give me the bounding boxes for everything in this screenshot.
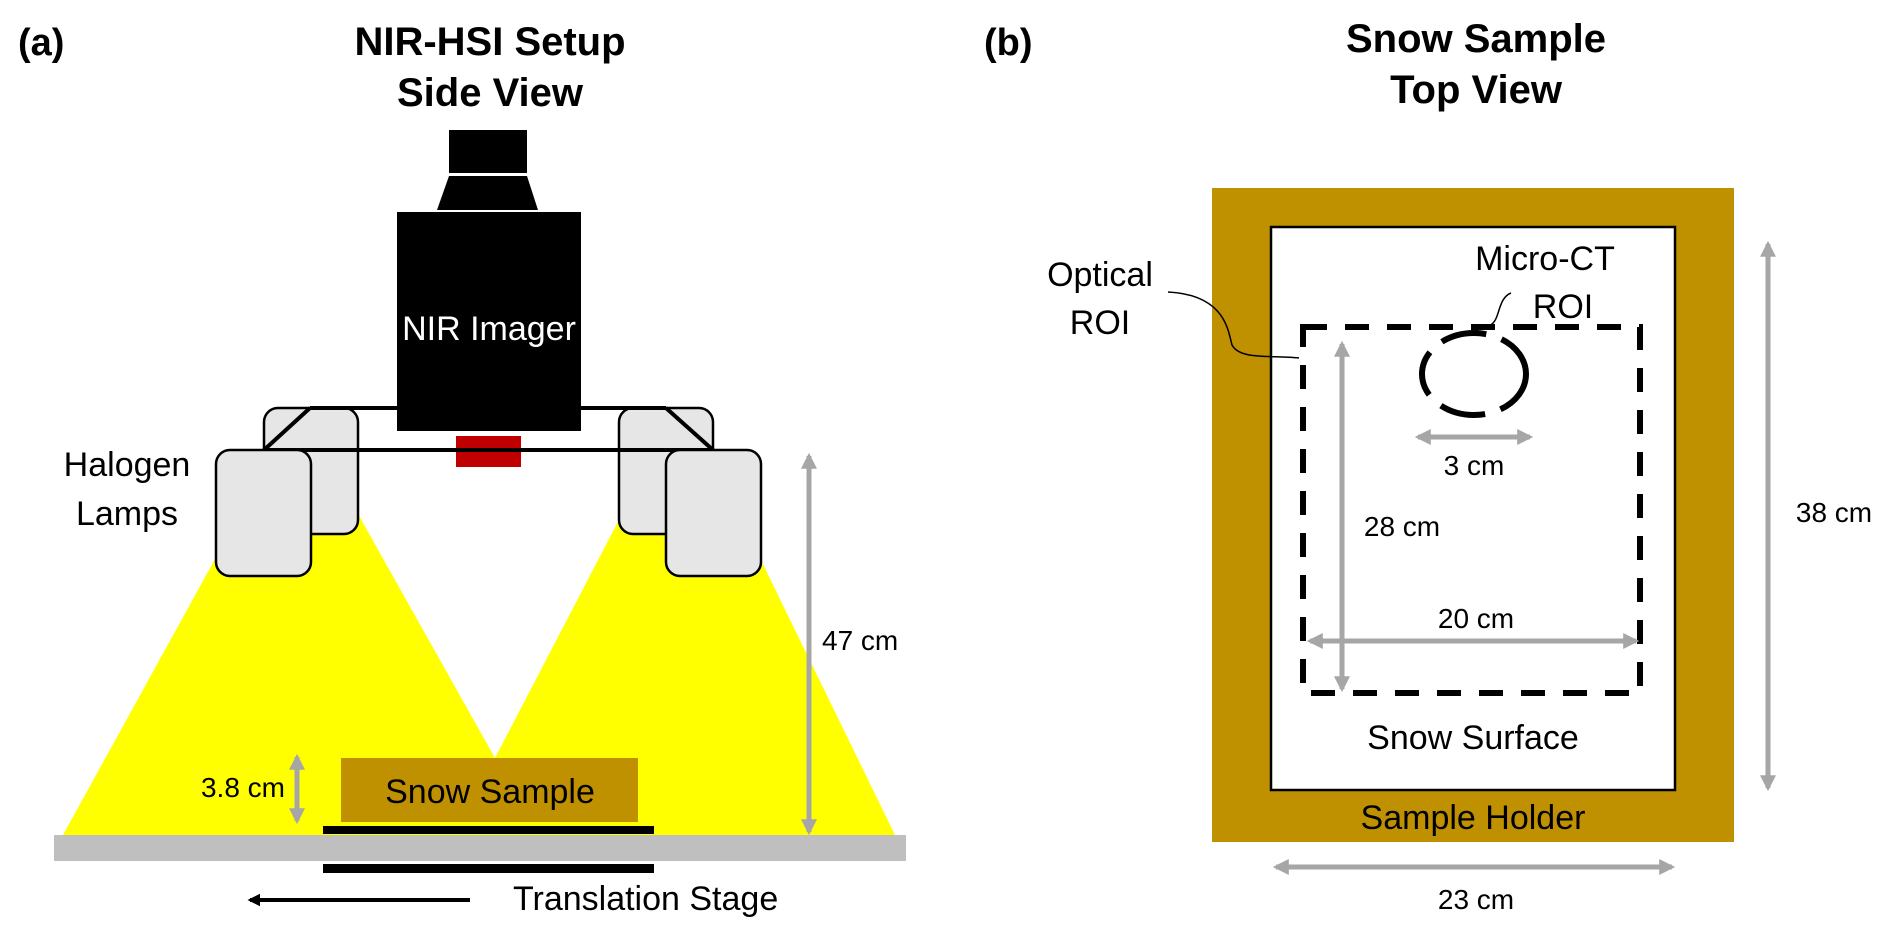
imager-label: NIR Imager — [402, 310, 576, 348]
sample-holder-label: Sample Holder — [1361, 799, 1586, 837]
snow-sample-block — [341, 758, 638, 822]
right-light-beam — [495, 514, 895, 835]
snow-sample-label: Snow Sample — [385, 773, 595, 811]
optical-roi-label-line1: Optical — [1047, 256, 1153, 294]
microct-roi-label-line1: Micro-CT — [1475, 240, 1615, 278]
stage-bottom-bar — [323, 864, 654, 873]
panel-a-title-line2: Side View — [397, 71, 584, 115]
stage-top-bar — [323, 826, 654, 834]
lamps-label-line2: Lamps — [76, 495, 178, 533]
lamps-label-line1: Halogen — [64, 446, 191, 484]
imager-height-label: 47 cm — [822, 625, 898, 656]
panel-b-title-line2: Top View — [1390, 68, 1563, 112]
sample-height-label: 3.8 cm — [201, 772, 285, 803]
optical-roi-label-line2: ROI — [1070, 304, 1130, 342]
table — [54, 835, 906, 861]
holder-width-label: 23 cm — [1438, 884, 1514, 915]
lamp-left-front — [214, 448, 313, 578]
lamp-right-front — [664, 448, 763, 578]
panel-b-title-line1: Snow Sample — [1346, 17, 1606, 61]
left-light-beam — [63, 514, 495, 835]
camera-body — [397, 212, 581, 431]
microct-roi-leader — [1475, 292, 1512, 331]
optical-roi-width-label: 20 cm — [1438, 603, 1514, 634]
panel-b-tag: (b) — [984, 22, 1033, 64]
lamp-frame — [262, 406, 715, 452]
optical-roi-box — [1300, 324, 1643, 696]
optical-roi-leader — [1167, 291, 1300, 359]
camera-lens-cone — [437, 176, 538, 210]
optical-roi-length-label: 28 cm — [1364, 511, 1440, 542]
translation-stage-label: Translation Stage — [513, 880, 778, 918]
nir-imager: NIR Imager — [397, 130, 581, 467]
panel-a-title-line1: NIR-HSI Setup — [354, 20, 625, 64]
snow-surface-area — [1269, 225, 1677, 792]
microct-roi-label-line2: ROI — [1533, 288, 1593, 326]
panel-a: (a) NIR-HSI Setup Side View NIR Imager — [18, 20, 906, 918]
microct-roi-circle — [1419, 330, 1529, 418]
microct-diameter-label: 3 cm — [1444, 450, 1505, 481]
panel-b: (b) Snow Sample Top View 3 cm 28 cm 20 c… — [984, 17, 1872, 915]
snow-surface-label: Snow Surface — [1367, 719, 1579, 757]
holder-length-label: 38 cm — [1796, 497, 1872, 528]
camera-lens-top — [449, 130, 527, 173]
panel-a-tag: (a) — [18, 22, 64, 64]
